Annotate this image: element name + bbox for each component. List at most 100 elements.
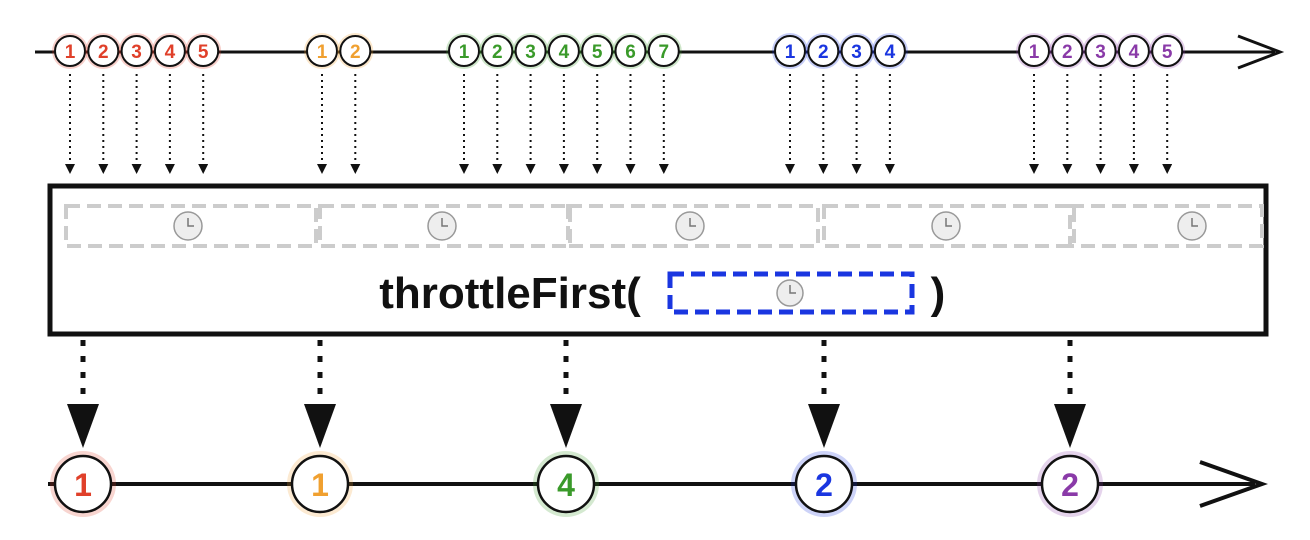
input-arrows (65, 74, 1173, 174)
output-arrows (67, 340, 1086, 448)
input-marble-circle (1051, 35, 1084, 67)
timeline-arrowhead-icon (1237, 34, 1285, 70)
input-marble-circle (481, 35, 514, 67)
input-marble-circle (87, 35, 120, 67)
input-marble-label: 2 (1062, 42, 1073, 63)
clock-icon (776, 279, 804, 307)
input-marble-circle (1117, 35, 1150, 67)
input-marble: 3 (1082, 33, 1119, 69)
output-marble: 1 (50, 451, 116, 517)
input-marble-label: 4 (165, 42, 176, 63)
operator-close-paren: ) (931, 269, 946, 318)
input-marble-circle (153, 35, 186, 67)
input-marble-label: 3 (851, 42, 862, 63)
output-marble-label: 1 (74, 467, 92, 503)
input-marble: 3 (118, 33, 155, 69)
input-marble-circle (774, 35, 806, 67)
input-marble: 4 (151, 33, 188, 69)
input-marble: 1 (446, 33, 482, 69)
clock-hands (689, 218, 696, 227)
input-marble-circle (306, 35, 338, 67)
input-marble: 2 (85, 33, 122, 69)
input-marble-circle (1151, 35, 1184, 67)
input-marble-circle (873, 35, 906, 67)
arrowhead-icon (550, 404, 582, 448)
input-marble: 7 (645, 33, 682, 69)
input-marble-label: 3 (1095, 42, 1106, 63)
input-marble-label: 3 (525, 42, 536, 63)
input-marble-circle (807, 35, 840, 67)
throttle-window (566, 204, 820, 248)
input-marble: 1 (304, 33, 340, 69)
input-marble-label: 4 (1129, 42, 1140, 63)
output-marble-circle (1040, 454, 1100, 514)
output-marble: 1 (287, 451, 353, 517)
input-marble-label: 5 (198, 42, 209, 63)
clock-icon (675, 211, 705, 241)
operator-duration-param (667, 271, 915, 315)
input-marble-circle (581, 35, 614, 67)
input-marble-circle (614, 35, 647, 67)
input-marble-label: 1 (65, 42, 76, 63)
input-marble-label: 4 (559, 42, 570, 63)
input-marble-circle (840, 35, 873, 67)
arrowhead-icon (808, 404, 840, 448)
input-marble-circle (1084, 35, 1117, 67)
input-marble-label: 5 (1162, 42, 1173, 63)
input-marble-label: 1 (317, 42, 328, 63)
clock-hands (1191, 218, 1198, 227)
input-marble: 2 (479, 33, 516, 69)
operator-box: throttleFirst( ) (47, 183, 1269, 337)
clock-icon (1177, 211, 1207, 241)
input-marble: 5 (185, 33, 222, 69)
input-marble: 5 (1149, 33, 1186, 69)
clock-icon (427, 211, 457, 241)
input-marble: 6 (612, 33, 649, 69)
clock-icon (931, 211, 961, 241)
timeline-arrowhead-icon (1199, 460, 1268, 508)
output-marble: 2 (1037, 451, 1103, 517)
output-marble-label: 1 (311, 467, 329, 503)
input-marble-label: 2 (98, 42, 109, 63)
input-marble: 2 (337, 33, 374, 69)
arrowhead-icon (67, 404, 99, 448)
input-marble: 3 (838, 33, 875, 69)
input-marble-label: 1 (1029, 42, 1040, 63)
input-marble-circle (448, 35, 480, 67)
input-marble-circle (647, 35, 680, 67)
output-marble-circle (290, 454, 350, 514)
input-marble-label: 2 (818, 42, 829, 63)
output-marbles: 1 1 4 2 2 (50, 451, 1103, 517)
input-marble-label: 5 (592, 42, 603, 63)
input-marble-label: 2 (350, 42, 361, 63)
input-marble-label: 1 (459, 42, 470, 63)
input-marble: 4 (545, 33, 582, 69)
input-marble: 2 (1049, 33, 1086, 69)
input-marble-label: 3 (131, 42, 142, 63)
input-marble-label: 6 (625, 42, 636, 63)
output-marble-label: 4 (557, 467, 575, 503)
input-marble: 4 (1115, 33, 1152, 69)
input-marble-circle (187, 35, 220, 67)
input-marble-circle (1018, 35, 1050, 67)
arrowhead-icon (1054, 404, 1086, 448)
input-marble-circle (120, 35, 153, 67)
throttle-window (318, 204, 572, 248)
clock-hands (945, 218, 952, 227)
clock-hands (187, 218, 194, 227)
output-marble-label: 2 (1061, 467, 1079, 503)
input-marble-circle (54, 35, 86, 67)
operator-name: throttleFirst( (379, 269, 641, 318)
input-marble-label: 4 (885, 42, 896, 63)
input-marble-circle (339, 35, 372, 67)
throttle-window (64, 204, 318, 248)
output-marble-circle (53, 454, 113, 514)
output-marble-label: 2 (815, 467, 833, 503)
output-marble-circle (794, 454, 854, 514)
input-marble-circle (547, 35, 580, 67)
input-marble-label: 2 (492, 42, 503, 63)
input-marble: 3 (512, 33, 549, 69)
output-marble: 4 (533, 451, 599, 517)
